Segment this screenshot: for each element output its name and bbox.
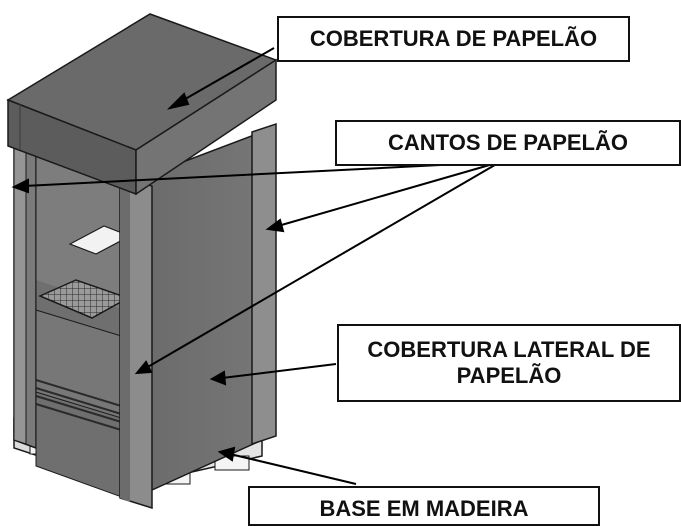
leader-arrows — [11, 47, 501, 485]
label-side-cover-line2: PAPELÃO — [456, 363, 562, 388]
arrow-side-cover — [209, 370, 227, 386]
top-cardboard-cover — [6, 13, 278, 196]
arrow-top-cover — [166, 92, 190, 110]
arrow-corner-left — [11, 178, 29, 194]
label-cardboard-corners: CANTOS DE PAPELÃO — [335, 120, 681, 166]
arrow-corner-right — [265, 218, 285, 233]
side-cardboard-cover-left — [13, 140, 132, 501]
label-side-cover-line1: COBERTURA LATERAL DE — [367, 337, 651, 362]
arrow-base — [217, 446, 236, 462]
label-corners-text: CANTOS DE PAPELÃO — [388, 130, 628, 155]
label-side-cardboard-cover: COBERTURA LATERAL DE PAPELÃO — [337, 324, 681, 402]
arrow-corner-front — [134, 360, 153, 375]
label-top-cardboard-cover: COBERTURA DE PAPELÃO — [277, 16, 630, 62]
label-top-cover-text: COBERTURA DE PAPELÃO — [309, 26, 598, 51]
label-wooden-base: BASE EM MADEIRA — [248, 486, 600, 526]
label-base-text: BASE EM MADEIRA — [319, 496, 529, 521]
